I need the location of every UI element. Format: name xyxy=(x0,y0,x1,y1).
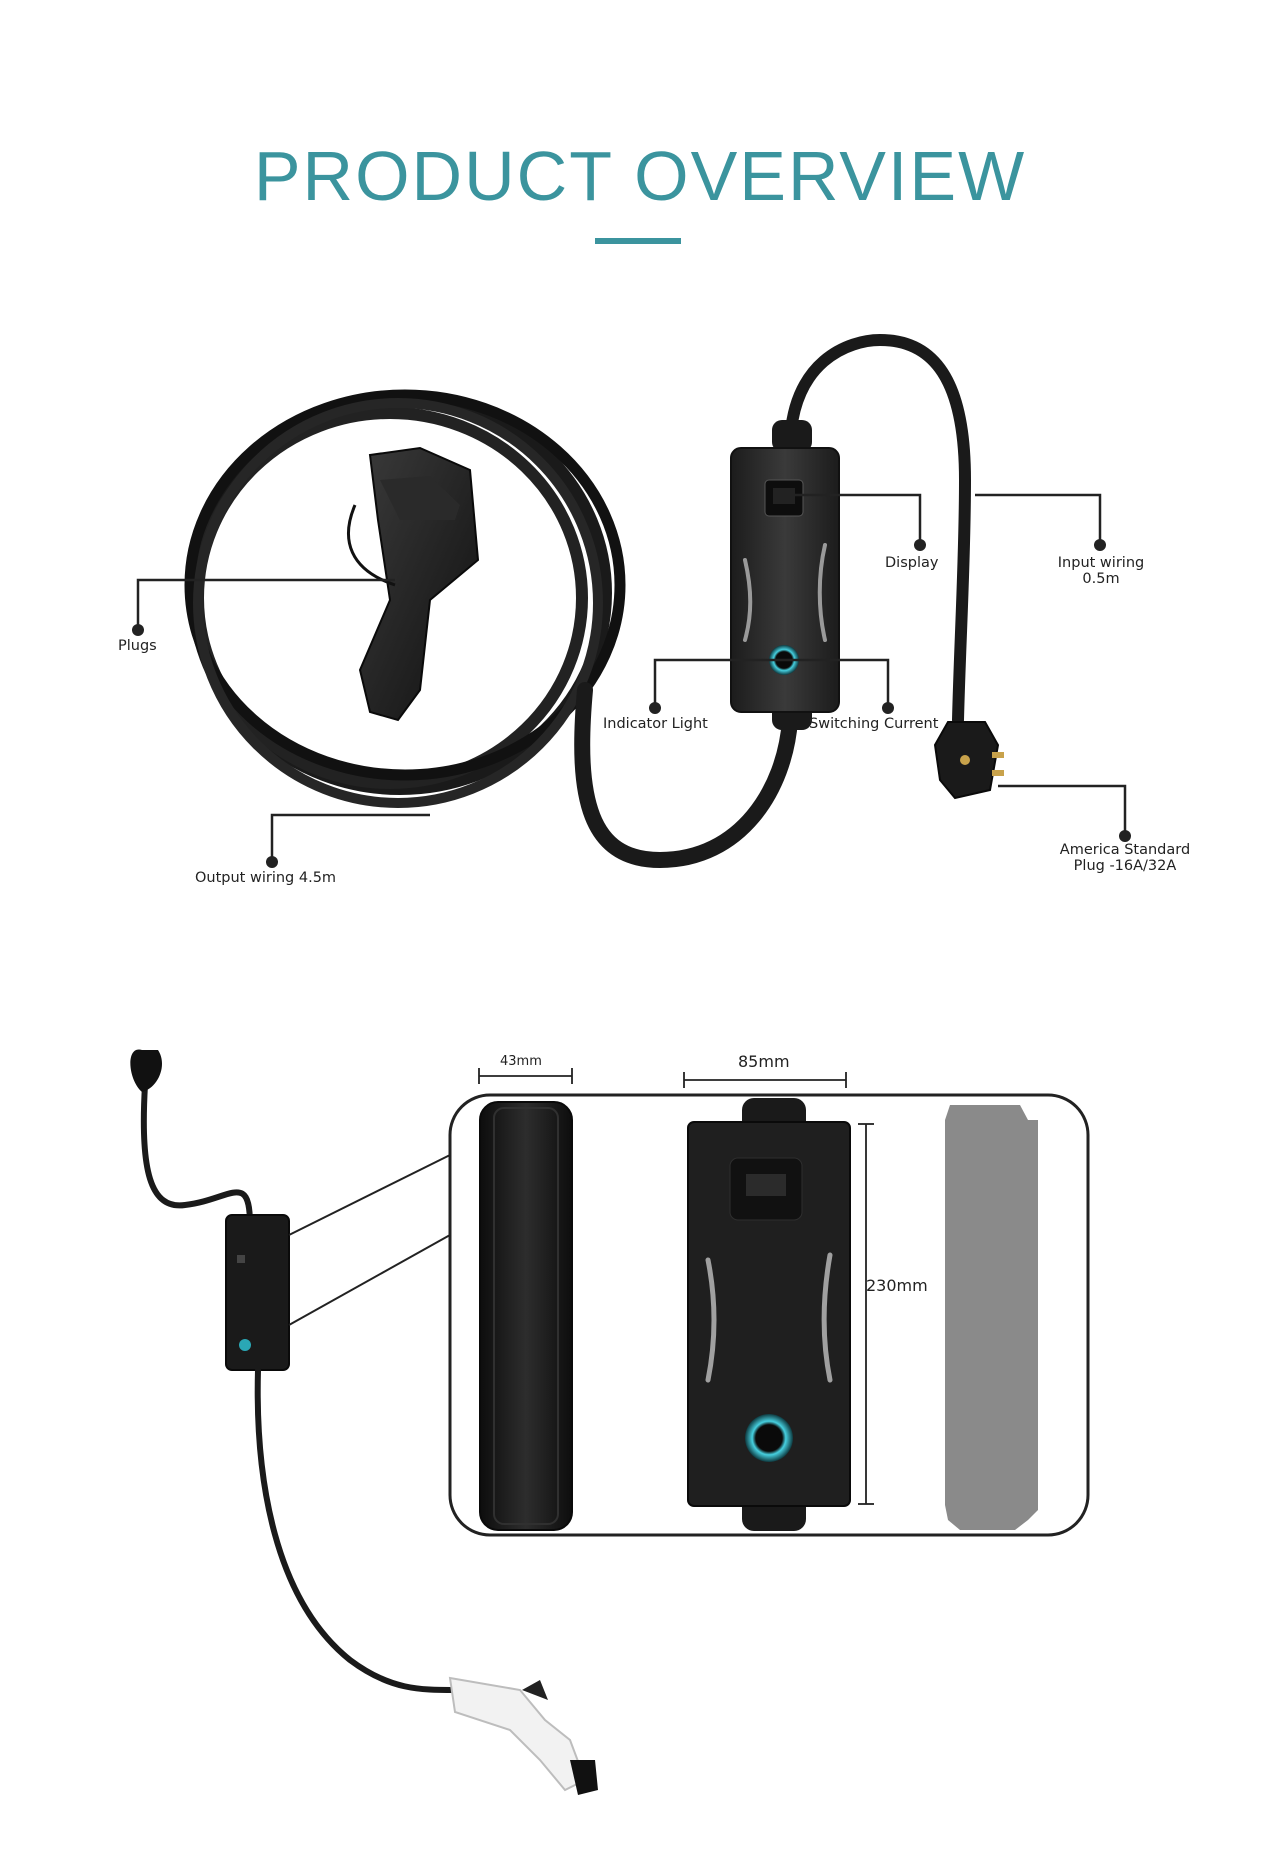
front-view xyxy=(687,1098,851,1531)
output-wiring-label: Output wiring 4.5m xyxy=(195,870,337,886)
indicator-dot xyxy=(649,702,661,714)
input-wiring-label-line2: 0.5m xyxy=(1082,571,1120,587)
width-dimension-label: 85mm xyxy=(738,1052,790,1071)
input-wiring-label-line1: Input wiring xyxy=(1057,555,1145,571)
dimension-lines xyxy=(478,1068,874,1505)
input-wiring-label: Input wiring 0.5m xyxy=(1046,555,1156,587)
switching-current-label: Switching Current xyxy=(809,716,939,732)
output-wiring-leader xyxy=(270,813,430,862)
small-full-product xyxy=(130,1049,598,1795)
display-dot xyxy=(914,539,926,551)
america-standard-plug xyxy=(933,721,1004,800)
plug-leader xyxy=(998,784,1127,836)
input-wiring-leader xyxy=(975,493,1102,545)
indicator-light-label: Indicator Light xyxy=(603,716,708,732)
america-plug-label-line2: Plug -16A/32A xyxy=(1073,858,1177,874)
plugs-dot xyxy=(132,624,144,636)
input-wiring-dot xyxy=(1094,539,1106,551)
coiled-output-cable xyxy=(184,389,798,869)
switching-dot xyxy=(882,702,894,714)
callout-connector xyxy=(288,1154,451,1326)
america-plug-label: America Standard Plug -16A/32A xyxy=(1040,842,1210,874)
connector-handle xyxy=(347,446,480,722)
america-plug-label-line1: America Standard xyxy=(1059,842,1191,858)
plugs-leader xyxy=(136,578,395,630)
page-title: PRODUCT OVERVIEW xyxy=(253,137,1027,215)
height-dimension-label: 230mm xyxy=(866,1276,928,1295)
side-view xyxy=(479,1101,573,1531)
plug-dot xyxy=(1119,830,1131,842)
input-cable xyxy=(784,333,972,726)
callout-lines xyxy=(132,493,1131,868)
dimension-frame xyxy=(448,1093,1090,1537)
switching-leader xyxy=(784,658,890,708)
display-leader xyxy=(790,493,922,545)
title-underline xyxy=(595,238,681,244)
depth-dimension-label: 43mm xyxy=(500,1054,542,1069)
plugs-label: Plugs xyxy=(118,638,157,654)
indicator-leader xyxy=(653,658,784,708)
back-view xyxy=(945,1105,1038,1530)
output-wiring-dot xyxy=(266,856,278,868)
display-label: Display xyxy=(885,555,939,571)
control-box xyxy=(730,420,840,730)
